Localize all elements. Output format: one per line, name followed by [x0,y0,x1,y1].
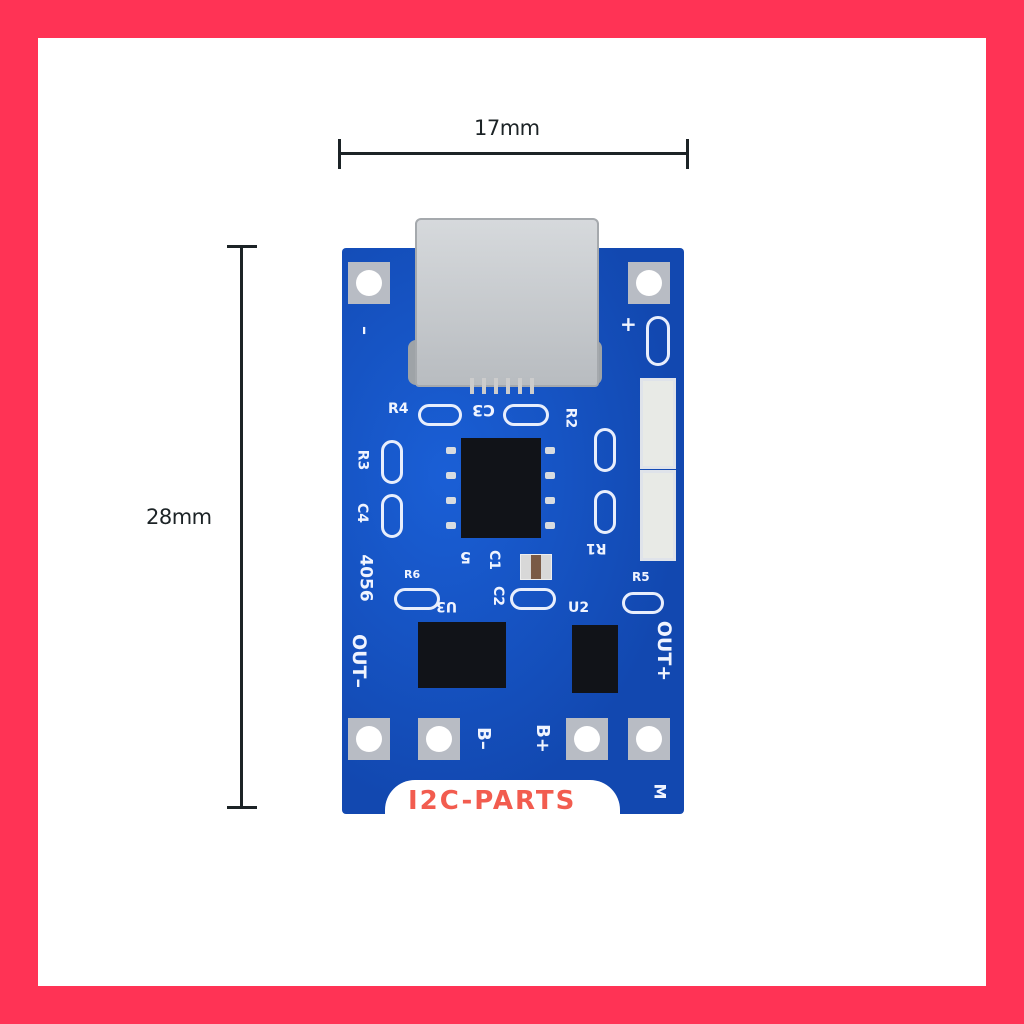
chip-pin [545,522,555,529]
chip-pin [545,472,555,479]
board-edge-notch [385,780,620,820]
silk-out-minus: OUT– [348,633,371,689]
silk-5: 5 [460,548,472,567]
height-dimension-tick-bottom [227,806,257,809]
silk-plus-top: + [620,312,637,336]
silk-minus-top: – [354,326,375,335]
silk-u3: U3 [436,598,458,614]
silk-c2: C2 [490,585,507,607]
silk-c1: C1 [486,549,503,571]
usb-pin [518,378,522,394]
silk-r3: R3 [354,449,371,471]
tp4056-chip [461,438,541,538]
chip-pin [446,522,456,529]
resistor-r2 [594,428,616,472]
width-dimension-tick-right [686,139,689,169]
width-dimension-label: 17mm [474,116,540,140]
silk-out-plus: OUT+ [653,620,676,682]
silk-r5: R5 [632,570,650,584]
usb-c-connector [415,218,599,387]
usb-pin [506,378,510,394]
silk-m: M [650,783,670,800]
pad-out-minus [348,718,390,760]
silk-u2: U2 [568,600,590,616]
resistor-r1 [594,490,616,534]
pad-b-plus [566,718,608,760]
capacitor-c1-smd [520,554,552,580]
protection-ic-u3 [418,622,506,688]
usb-pin [470,378,474,394]
resistor-r5 [622,592,664,614]
silk-r6: R6 [404,568,421,581]
height-dimension-label: 28mm [146,505,212,529]
silk-r2: R2 [562,407,579,429]
pad-top-left [348,262,390,304]
chip-pin [446,497,456,504]
silk-r4: R4 [388,401,409,417]
usb-pin [482,378,486,394]
pad-top-right [628,262,670,304]
silk-c3: C3 [472,401,495,420]
pad-out-plus [628,718,670,760]
capacitor-c3 [503,404,549,426]
silk-r1: R1 [586,540,607,556]
led-indicator-2 [640,470,676,561]
component-pad-plus [646,316,670,366]
height-dimension-tick-top [227,245,257,248]
height-dimension-line [240,246,243,808]
chip-pin [545,447,555,454]
chip-pin [446,472,456,479]
capacitor-c4 [381,494,403,538]
width-dimension-tick-left [338,139,341,169]
brand-watermark: I2C-PARTS [408,786,577,816]
resistor-r3 [381,440,403,484]
chip-pin [446,447,456,454]
pad-b-minus [418,718,460,760]
mosfet-ic-u2 [572,625,618,693]
capacitor-c2 [510,588,556,610]
usb-pin [494,378,498,394]
resistor-r4 [418,404,462,426]
silk-b-minus: B– [472,727,494,750]
width-dimension-line [340,152,688,155]
led-indicator-1 [640,378,676,469]
usb-pin [530,378,534,394]
chip-pin [545,497,555,504]
silk-b-plus: B+ [531,724,553,753]
silk-4056: 4056 [355,554,376,602]
silk-c4: C4 [354,502,371,524]
resistor-r6 [394,588,440,610]
